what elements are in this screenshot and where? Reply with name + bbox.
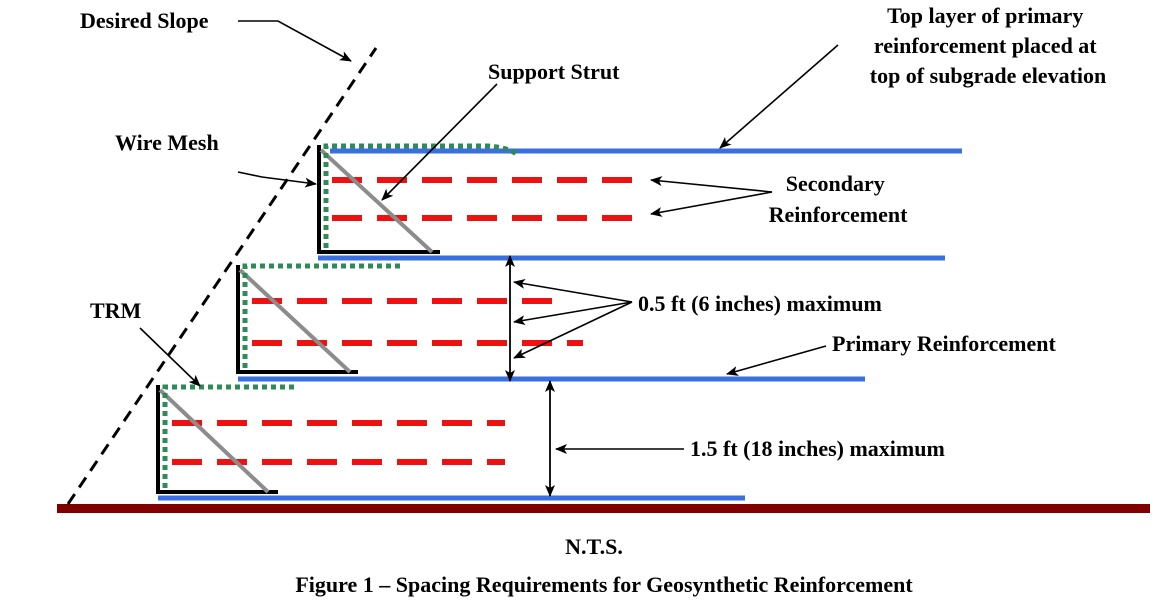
desired-slope-line <box>66 47 378 505</box>
ground-line <box>57 504 1150 513</box>
trm-wrap <box>162 384 295 488</box>
nts-label: N.T.S. <box>565 534 623 559</box>
one-half-ft-label: 1.5 ft (18 inches) maximum <box>690 436 945 461</box>
top-layer-label-line-1: Top layer of primary <box>887 3 1083 28</box>
wire-mesh-label: Wire Mesh <box>115 130 219 155</box>
trm-wrap <box>323 143 520 248</box>
primary-reinforcement-label: Primary Reinforcement <box>832 331 1056 356</box>
desired-slope-pointer <box>238 20 352 62</box>
lift-1 <box>156 384 745 501</box>
top-layer-pointer <box>719 44 839 149</box>
wire-mesh-form <box>236 265 358 374</box>
secondary-reinforcement-label: Secondary Reinforcement <box>769 171 909 227</box>
desired-slope-label: Desired Slope <box>80 8 209 33</box>
trm-pointer <box>139 327 201 387</box>
top-layer-label: Top layer of primary reinforcement place… <box>870 3 1107 88</box>
half-ft-pointer-1 <box>513 278 633 303</box>
primary-pointer <box>726 345 827 376</box>
secondary-pointer-1 <box>650 176 773 193</box>
wire-mesh-form <box>156 385 278 494</box>
trm-label: TRM <box>90 298 142 323</box>
lift-2 <box>236 263 865 382</box>
support-strut <box>238 268 352 374</box>
lift-3 <box>317 143 962 261</box>
half-ft-pointer-3 <box>513 301 633 359</box>
half-ft-pointer-2 <box>513 301 633 326</box>
secondary-label-line-2: Reinforcement <box>769 202 909 227</box>
wire-mesh-form <box>317 145 440 254</box>
support-strut-pointer <box>381 83 498 201</box>
trm-wrap <box>242 263 400 368</box>
support-strut <box>158 388 270 494</box>
half-ft-label: 0.5 ft (6 inches) maximum <box>638 291 882 316</box>
figure-caption: Figure 1 – Spacing Requirements for Geos… <box>295 572 913 597</box>
top-layer-label-line-2: reinforcement placed at <box>874 33 1097 58</box>
support-strut <box>319 148 434 254</box>
secondary-pointer-2 <box>650 191 773 217</box>
top-layer-label-line-3: top of subgrade elevation <box>870 63 1107 88</box>
wire-mesh-pointer <box>237 171 317 188</box>
secondary-label-line-1: Secondary <box>786 171 885 196</box>
support-strut-label: Support Strut <box>488 59 620 84</box>
